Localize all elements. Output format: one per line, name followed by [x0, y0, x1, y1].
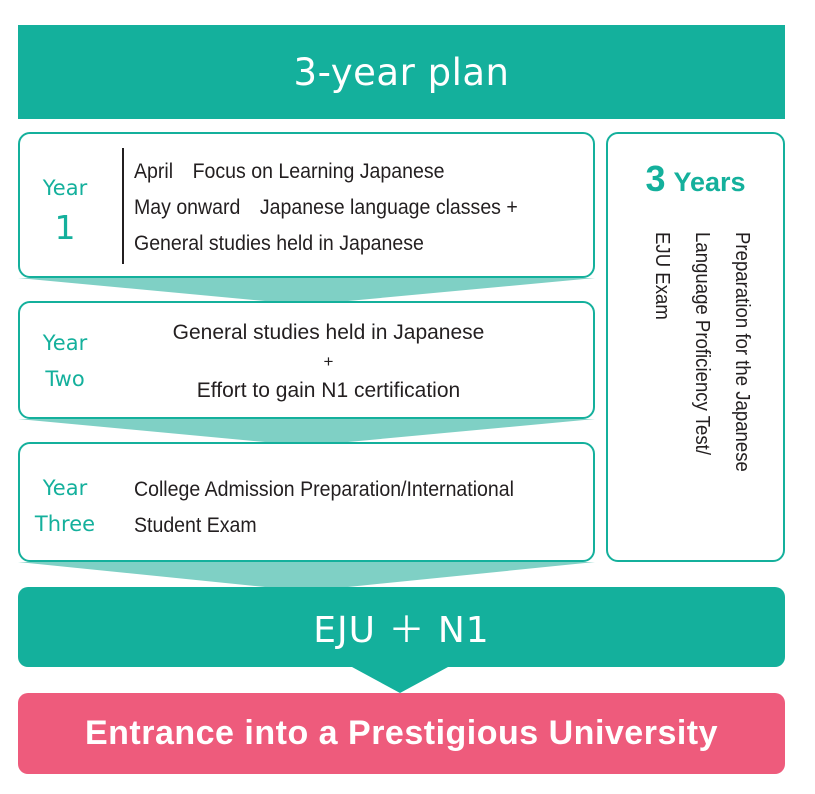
year-2-line-3: Effort to gain N1 certification — [196, 379, 461, 402]
year-1-label-num: 1 — [54, 208, 76, 247]
year-3-box: Year Three College Admission Preparation… — [18, 442, 595, 562]
connector-1 — [18, 278, 595, 301]
year-1-line-1: April Focus on Learning Japanese — [134, 160, 445, 183]
eju-n1-text: EJU ＋ N1 — [313, 610, 490, 651]
year-3-label-num: Three — [34, 512, 96, 536]
year-1-box: Year 1 April Focus on Learning Japanese … — [18, 132, 595, 278]
year-2-label-num: Two — [45, 367, 85, 391]
three-years-number: 3 — [645, 158, 666, 199]
year-2-label-word: Year — [42, 331, 88, 355]
year-2-line-1: General studies held in Japanese — [172, 321, 485, 344]
three-years-description: Preparation for the Japanese Language Pr… — [642, 232, 762, 511]
eju-n1-bar: EJU ＋ N1 — [18, 587, 785, 667]
year-3-line-1: College Admission Preparation/Internatio… — [134, 478, 514, 501]
year-1-divider — [122, 148, 124, 264]
university-entrance-text: Entrance into a Prestigious University — [84, 714, 719, 752]
year-1-line-2: May onward Japanese language classes + — [134, 196, 518, 219]
connector-2 — [18, 419, 595, 442]
year-1-label-word: Year — [42, 176, 88, 200]
year-2-label: Year Two — [20, 325, 110, 397]
three-years-desc-line-1: Preparation for the Japanese — [731, 232, 753, 472]
three-years-desc-line-2: Language Proficiency Test/ — [691, 232, 713, 456]
year-1-line-3: General studies held in Japanese — [134, 232, 424, 255]
university-entrance-bar: Entrance into a Prestigious University — [18, 693, 785, 774]
three-years-word: Years — [673, 167, 746, 197]
year-2-line-2: + — [323, 352, 334, 371]
year-2-box: Year Two General studies held in Japanes… — [18, 301, 595, 419]
year-3-line-2: Student Exam — [134, 514, 257, 537]
connector-3 — [18, 562, 595, 587]
down-arrow-icon — [352, 667, 448, 693]
plan-header: 3-year plan — [18, 25, 785, 119]
year-3-label-word: Year — [42, 476, 88, 500]
page-title: 3-year plan — [293, 50, 510, 94]
three-years-desc-line-3: EJU Exam — [651, 232, 673, 320]
year-3-label: Year Three — [20, 470, 110, 542]
year-1-label: Year 1 — [20, 170, 110, 246]
